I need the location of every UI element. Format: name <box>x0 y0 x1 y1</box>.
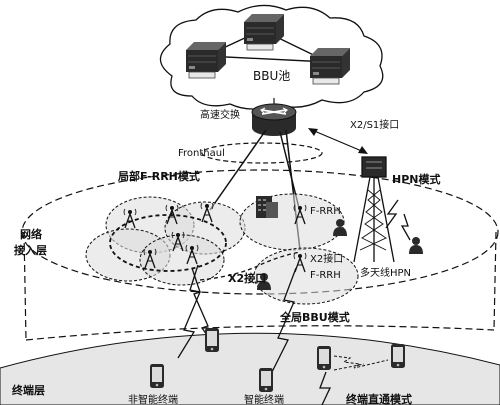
access-layer-bottom-arc <box>25 325 495 341</box>
access-layer-label-line1: 网络 <box>20 227 42 241</box>
high-speed-switch-label: 高速交换 <box>200 108 240 121</box>
access-layer-label-line2: 接入层 <box>14 243 47 257</box>
wireless-links <box>177 199 411 373</box>
x2-dashed-link <box>199 251 301 281</box>
frrh-top-label: F-RRH <box>310 206 341 217</box>
multi-antenna-hpn-label: 多天线HPN <box>360 266 411 279</box>
fronthaul-label: Fronthaul <box>178 148 225 159</box>
non-smart-terminal-label: 非智能终端 <box>128 393 178 405</box>
phone-2-icon <box>150 364 164 388</box>
access-layer-top-ellipse <box>21 169 499 295</box>
local-frrh-ring <box>109 214 227 272</box>
building-icon <box>256 196 278 218</box>
high-speed-switch-icon <box>251 103 297 136</box>
local-frrh-mode-label: 局部F-RRH模式 <box>117 169 200 183</box>
global-bbu-mode-label: 全局BBU模式 <box>279 310 350 324</box>
hpn-tower-icon <box>353 156 395 263</box>
hpn-mode-label: HPN模式 <box>392 172 440 186</box>
phone-4-icon <box>317 346 331 370</box>
fronthaul-ring <box>201 142 323 164</box>
smart-terminal-label: 智能终端 <box>244 393 284 405</box>
bbu-pool-links <box>205 29 329 63</box>
user-hpn-icon <box>409 237 423 254</box>
terminal-direct-mode-label: 终端直通模式 <box>346 392 412 405</box>
frrh-bottom-label: F-RRH <box>310 270 341 281</box>
terminal-layer-label: 终端层 <box>12 383 45 397</box>
x2-interface-left-label: X2接口 <box>228 271 266 285</box>
phone-5-icon <box>391 344 405 368</box>
x2s1-interface-label: X2/S1接口 <box>350 118 399 131</box>
d2d-link-2 <box>333 363 365 371</box>
d2d-link <box>333 355 389 369</box>
x2-interface-right-label: X2接口 <box>310 252 343 265</box>
terminal-direct-link <box>319 371 332 405</box>
x2s1-double-arrow <box>308 128 368 154</box>
access-layer-cylinder-sides <box>23 231 497 341</box>
bbu-pool-label: BBU池 <box>253 69 290 83</box>
phone-3-icon <box>259 368 273 392</box>
phone-1-icon <box>205 328 219 352</box>
terminal-layer-ground <box>0 332 500 405</box>
